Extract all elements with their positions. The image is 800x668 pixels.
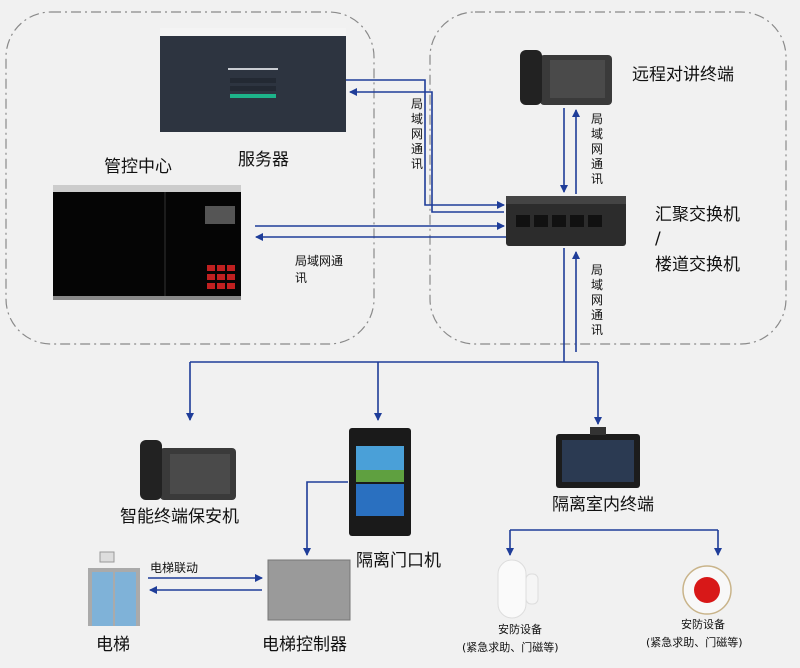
svg-text:网: 网 <box>591 142 603 156</box>
elevator-link-label: 电梯联动 <box>150 561 198 575</box>
indoor-terminal-tablet-icon <box>556 427 640 488</box>
remote-intercom-phone-icon <box>520 50 612 105</box>
svg-text:通: 通 <box>411 142 423 156</box>
svg-text:网: 网 <box>591 293 603 307</box>
guard-terminal-label: 智能终端保安机 <box>120 507 239 527</box>
switch-device-icon <box>506 196 626 246</box>
server-label: 服务器 <box>238 150 289 170</box>
connector-lines <box>148 79 722 594</box>
door-station-label: 隔离门口机 <box>356 551 441 571</box>
network-zone <box>429 11 787 345</box>
svg-text:讯: 讯 <box>591 323 603 337</box>
door-sensor-icon <box>497 559 539 619</box>
svg-text:网: 网 <box>411 127 423 141</box>
lan-label-vertical-1: 局 域 网 通 讯 <box>411 97 423 171</box>
control-center-screen-image <box>53 185 241 300</box>
control-zone <box>5 11 375 345</box>
indoor-terminal-label: 隔离室内终端 <box>552 495 654 515</box>
svg-text:讯: 讯 <box>411 157 423 171</box>
lan-label-vertical-2: 局 域 网 通 讯 <box>591 112 603 186</box>
svg-text:局: 局 <box>591 112 603 126</box>
security-device-2-label: 安防设备 <box>681 617 725 631</box>
server-screen-image <box>160 28 346 132</box>
elevator-controller-icon <box>267 559 351 621</box>
switch-label-line3: 楼道交换机 <box>655 255 740 275</box>
lan-label-vertical-3: 局 域 网 通 讯 <box>591 263 603 337</box>
switch-label-line1: 汇聚交换机 <box>655 205 740 225</box>
svg-text:通: 通 <box>591 157 603 171</box>
elevator-controller-label: 电梯控制器 <box>262 635 347 655</box>
security-device-2-note: (紧急求助、门磁等) <box>646 635 743 649</box>
svg-text:讯: 讯 <box>591 172 603 186</box>
remote-intercom-label: 远程对讲终端 <box>632 65 734 85</box>
security-device-1-label: 安防设备 <box>498 622 542 636</box>
control-center-label: 管控中心 <box>104 157 172 177</box>
lan-label-horizontal-a: 局域网通 <box>295 254 343 268</box>
svg-text:域: 域 <box>411 112 423 126</box>
door-station-icon <box>349 428 411 536</box>
svg-text:通: 通 <box>591 308 603 322</box>
lan-label-horizontal-b: 讯 <box>295 271 307 285</box>
svg-text:域: 域 <box>591 127 603 141</box>
svg-text:域: 域 <box>591 278 603 292</box>
emergency-button-icon <box>682 565 732 615</box>
svg-text:局: 局 <box>411 97 423 111</box>
security-device-1-note: (紧急求助、门磁等) <box>462 640 559 654</box>
guard-terminal-phone-icon <box>140 440 236 500</box>
elevator-icon <box>88 551 140 626</box>
switch-label-line2: / <box>655 229 661 249</box>
svg-text:局: 局 <box>591 263 603 277</box>
elevator-label: 电梯 <box>96 635 130 655</box>
